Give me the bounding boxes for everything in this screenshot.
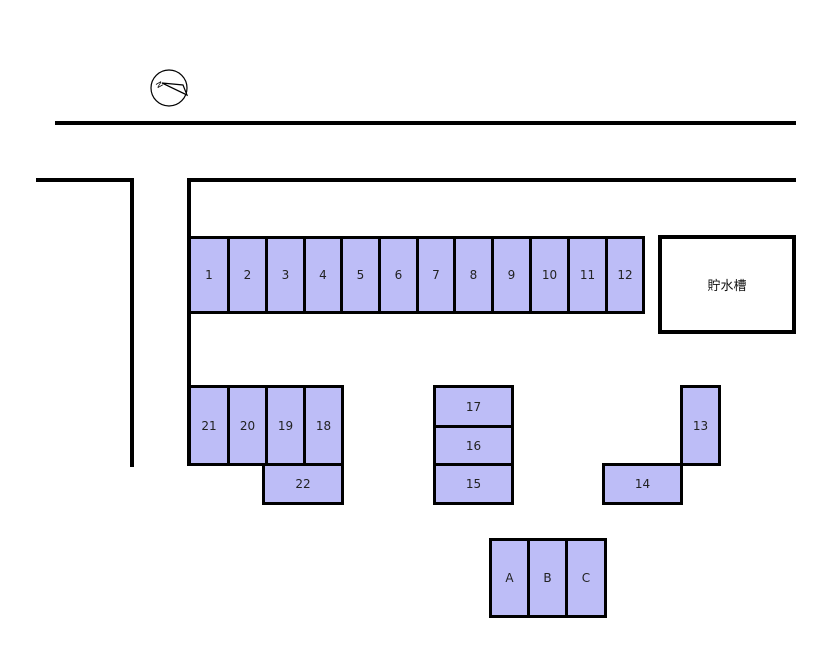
- parking-slot-2[interactable]: 2: [227, 236, 268, 314]
- boundary-line-left-vertical: [130, 178, 134, 467]
- parking-slot-5[interactable]: 5: [340, 236, 381, 314]
- parking-slot-C[interactable]: C: [565, 538, 607, 618]
- parking-slot-A[interactable]: A: [489, 538, 530, 618]
- north-arrow-icon: N: [150, 69, 189, 107]
- parking-slot-21[interactable]: 21: [188, 385, 230, 466]
- parking-slot-6[interactable]: 6: [378, 236, 419, 314]
- boundary-line-left-top: [36, 178, 134, 182]
- parking-slot-19[interactable]: 19: [265, 385, 306, 466]
- parking-slot-B[interactable]: B: [527, 538, 568, 618]
- lot-line-vertical: [187, 178, 191, 466]
- road-line-top: [55, 121, 796, 125]
- parking-slot-1[interactable]: 1: [188, 236, 230, 314]
- parking-slot-9[interactable]: 9: [491, 236, 532, 314]
- parking-slot-7[interactable]: 7: [416, 236, 456, 314]
- water-tank-label: 貯水槽: [707, 279, 747, 294]
- parking-slot-4[interactable]: 4: [303, 236, 343, 314]
- parking-slot-13[interactable]: 13: [680, 385, 721, 466]
- parking-slot-15[interactable]: 15: [433, 463, 514, 505]
- parking-slot-3[interactable]: 3: [265, 236, 306, 314]
- water-tank: 貯水槽: [658, 235, 796, 334]
- parking-slot-17[interactable]: 17: [433, 385, 514, 428]
- parking-slot-8[interactable]: 8: [453, 236, 494, 314]
- parking-slot-22[interactable]: 22: [262, 463, 344, 505]
- parking-slot-12[interactable]: 12: [605, 236, 645, 314]
- lot-line-top: [187, 178, 796, 182]
- north-label: N: [154, 80, 165, 90]
- parking-slot-10[interactable]: 10: [529, 236, 570, 314]
- parking-slot-14[interactable]: 14: [602, 463, 683, 505]
- parking-slot-18[interactable]: 18: [303, 385, 344, 466]
- parking-slot-11[interactable]: 11: [567, 236, 608, 314]
- parking-slot-16[interactable]: 16: [433, 425, 514, 466]
- parking-slot-20[interactable]: 20: [227, 385, 268, 466]
